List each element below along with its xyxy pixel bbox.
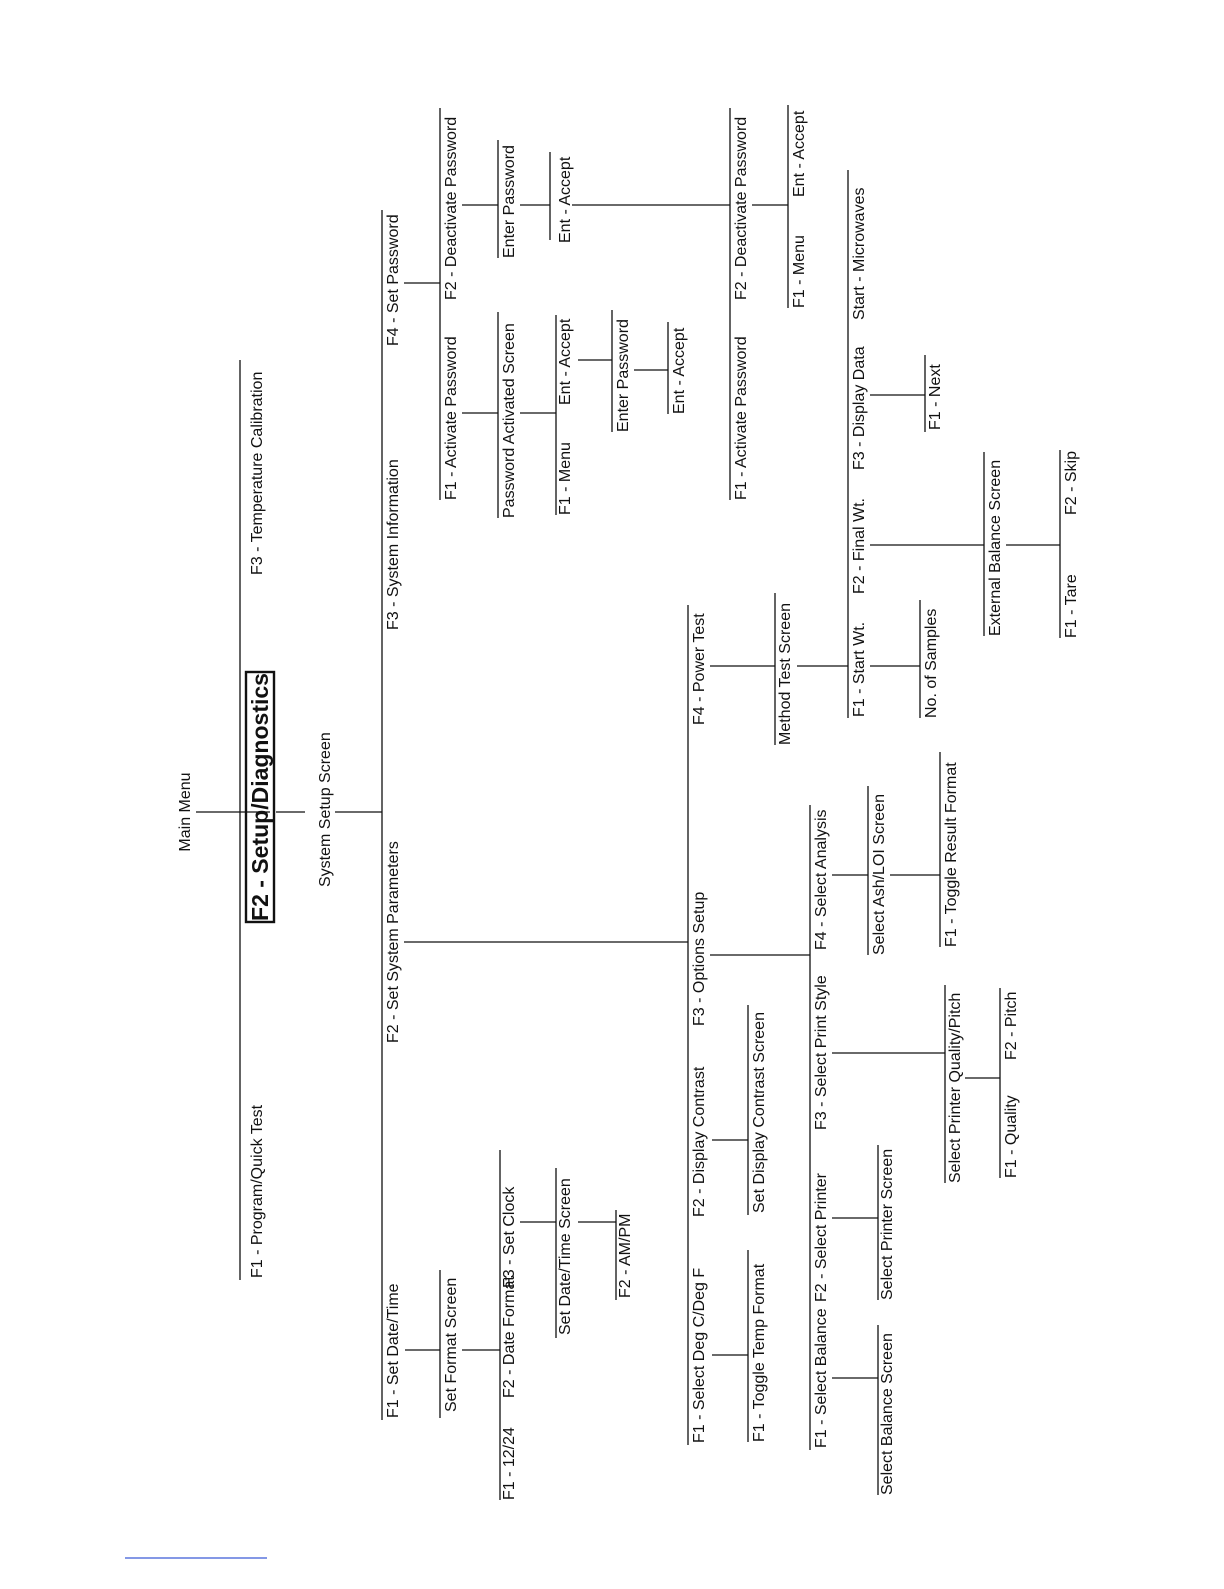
node-select-printer-quality-pitch: Select Printer Quality/Pitch — [947, 993, 964, 1183]
node-f1-tare: F1 - Tare — [1063, 574, 1080, 638]
node-set-format-screen: Set Format Screen — [443, 1278, 460, 1412]
node-select-balance-screen: Select Balance Screen — [879, 1333, 896, 1495]
node-f2-deactivate-password-2: F2 - Deactivate Password — [733, 117, 750, 300]
node-f1-toggle-temp-format: F1 - Toggle Temp Format — [751, 1263, 768, 1442]
node-f1-12-24: F1 - 12/24 — [501, 1427, 518, 1500]
node-external-balance-screen: External Balance Screen — [987, 460, 1004, 636]
node-set-display-contrast-screen: Set Display Contrast Screen — [751, 1012, 768, 1213]
node-f1-start-wt: F1 - Start Wt. — [851, 622, 868, 717]
node-f1-next: F1 - Next — [927, 364, 944, 430]
node-f3-temperature-calibration: F3 - Temperature Calibration — [249, 372, 266, 575]
node-method-test-screen: Method Test Screen — [777, 603, 794, 745]
node-f1-menu: F1 - Menu — [557, 442, 574, 515]
node-f2-final-wt: F2 - Final Wt. — [851, 498, 868, 594]
node-ent-accept: Ent - Accept — [557, 318, 574, 405]
node-f1-select-deg: F1 - Select Deg C/Deg F — [691, 1268, 708, 1443]
node-ent-accept-3: Ent - Accept — [671, 327, 688, 414]
node-f1-select-balance: F1 - Select Balance — [813, 1308, 830, 1448]
node-f2-setup-diagnostics-box: F2 - Setup/Diagnostics — [244, 670, 276, 924]
node-f1-menu-2: F1 - Menu — [791, 235, 808, 308]
node-f3-select-print-style: F3 - Select Print Style — [813, 975, 830, 1130]
node-f2-setup-diagnostics: F2 - Setup/Diagnostics — [247, 673, 273, 921]
node-f1-quality: F1 - Quality — [1003, 1095, 1020, 1178]
node-f3-display-data: F3 - Display Data — [851, 346, 868, 470]
node-labels: Main Menu F1 - Program/Quick Test F2 - S… — [177, 110, 1080, 1500]
node-ent-accept-2: Ent - Accept — [557, 156, 574, 243]
node-f2-display-contrast: F2 - Display Contrast — [691, 1066, 708, 1217]
node-main-menu: Main Menu — [177, 772, 194, 851]
node-f1-set-date-time: F1 - Set Date/Time — [385, 1283, 402, 1418]
connector-lines — [125, 105, 1061, 1559]
node-no-of-samples: No. of Samples — [923, 609, 940, 718]
node-f2-pitch: F2 - Pitch — [1003, 992, 1020, 1060]
node-f2-select-printer: F2 - Select Printer — [813, 1172, 830, 1302]
node-f1-activate-password-2: F1 - Activate Password — [733, 336, 750, 500]
node-f1-program-quick-test: F1 - Program/Quick Test — [249, 1104, 266, 1278]
node-f2-am-pm: F2 - AM/PM — [617, 1214, 634, 1298]
node-ent-accept-4: Ent - Accept — [791, 110, 808, 197]
node-f2-date-format: F2 - Date Format — [501, 1276, 518, 1398]
node-f2-skip: F2 - Skip — [1063, 451, 1080, 515]
node-f4-set-password: F4 - Set Password — [385, 214, 402, 346]
node-f4-select-analysis: F4 - Select Analysis — [813, 810, 830, 951]
node-f1-toggle-result-format: F1 - Toggle Result Format — [943, 762, 960, 947]
node-password-activated-screen: Password Activated Screen — [501, 323, 518, 518]
node-enter-password-2: Enter Password — [615, 319, 632, 432]
node-f3-system-information: F3 - System Information — [385, 459, 402, 630]
node-start-microwaves: Start - Microwaves — [851, 188, 868, 320]
node-f3-options-setup: F3 - Options Setup — [691, 892, 708, 1026]
node-f1-activate-password: F1 - Activate Password — [443, 336, 460, 500]
node-f2-deactivate-password: F2 - Deactivate Password — [443, 117, 460, 300]
node-enter-password: Enter Password — [501, 145, 518, 258]
node-set-date-time-screen: Set Date/Time Screen — [557, 1178, 574, 1335]
node-f4-power-test: F4 - Power Test — [691, 613, 708, 725]
node-select-ash-loi-screen: Select Ash/LOI Screen — [871, 794, 888, 955]
node-select-printer-screen: Select Printer Screen — [879, 1149, 896, 1300]
node-f3-set-clock: F3 - Set Clock — [501, 1186, 518, 1288]
node-system-setup-screen: System Setup Screen — [317, 732, 334, 887]
node-f2-set-system-parameters: F2 - Set System Parameters — [385, 841, 402, 1043]
